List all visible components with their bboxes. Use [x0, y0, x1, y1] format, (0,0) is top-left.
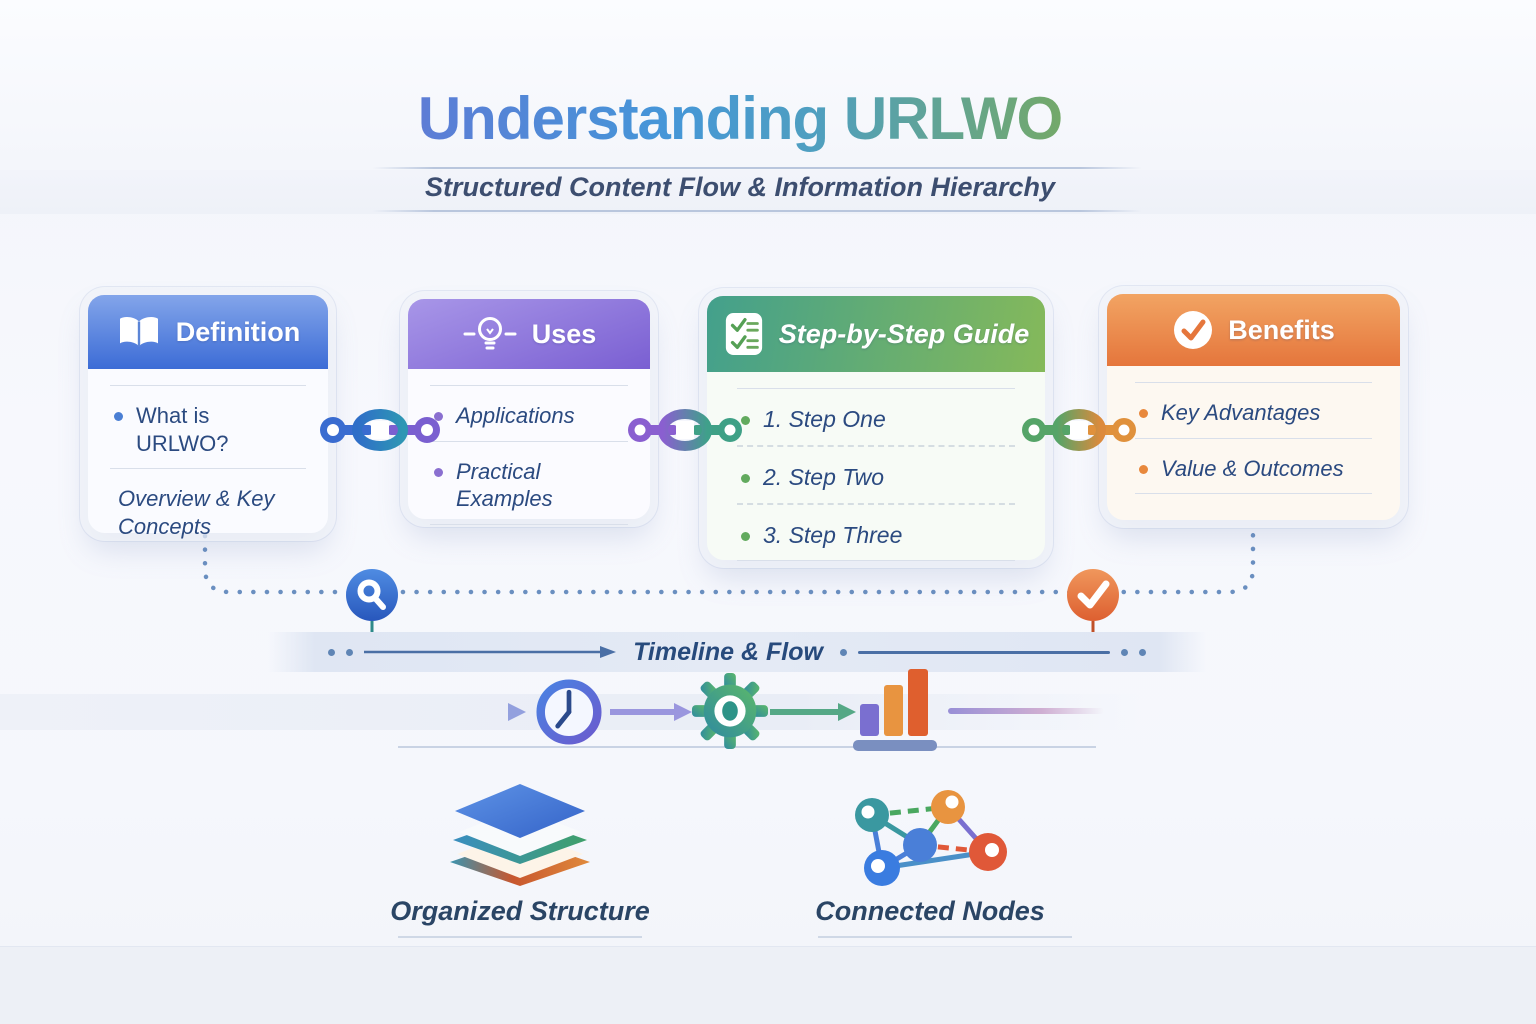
bullet-dot	[741, 473, 750, 483]
chain-link-purple-green-icon	[628, 409, 742, 451]
timeline-dot	[1120, 648, 1128, 656]
chain-link-green-orange-icon	[1022, 409, 1136, 451]
checklist-icon	[725, 313, 762, 355]
list-item-label: What is URLWO?	[136, 403, 229, 456]
list-item: 2. Step Two	[737, 456, 1015, 494]
bullet-dot	[741, 531, 750, 541]
definition-card: Definition What is URLWO? Overview & Key…	[88, 295, 328, 539]
list-item-label: 1. Step One	[763, 406, 886, 432]
list-item: 3. Step Three	[737, 514, 1015, 552]
subtitle-bottom-divider	[372, 210, 1142, 212]
uses-card: Uses Applications Practical Examples	[408, 299, 650, 525]
definition-card-header: Definition	[88, 295, 328, 369]
lightbulb-icon	[463, 317, 517, 350]
list-item: Value & Outcomes	[1135, 448, 1372, 485]
benefits-card-body: Key Advantages Value & Outcomes	[1107, 366, 1400, 494]
subtitle-strip	[0, 170, 1536, 214]
list-item-label: 3. Step Three	[763, 521, 903, 548]
uses-card-body: Applications Practical Examples	[408, 369, 650, 525]
benefits-card-title: Benefits	[1228, 314, 1335, 345]
bar-chart-icon	[853, 669, 937, 751]
connected-nodes-underline	[818, 936, 1072, 938]
uses-card-header: Uses	[408, 299, 650, 369]
list-item: 1. Step One	[737, 398, 1015, 436]
list-item: Practical Examples	[430, 451, 628, 515]
steps-card-body: 1. Step One 2. Step Two 3. Step Three	[707, 372, 1045, 562]
flow-underline	[398, 746, 1096, 748]
page-subtitle: Structured Content Flow & Information Hi…	[424, 172, 1056, 202]
list-item-label: Value & Outcomes	[1161, 455, 1344, 481]
right-arrow-icon	[282, 703, 526, 721]
organized-structure-label: Organized Structure	[390, 896, 650, 926]
timeline-dot	[328, 648, 336, 656]
bullet-dot	[1139, 464, 1148, 474]
definition-card-title: Definition	[175, 316, 301, 347]
list-item-label: Applications	[456, 403, 575, 428]
clock-icon	[536, 679, 602, 745]
timeline-dot	[346, 648, 354, 656]
timeline-band: Timeline & Flow	[268, 632, 1206, 672]
connected-nodes-label: Connected Nodes	[815, 896, 1045, 926]
list-item-label: Practical Examples	[456, 458, 553, 512]
flow-trailing-line	[948, 708, 1104, 714]
right-arrow-icon	[364, 646, 617, 658]
open-book-icon	[119, 316, 158, 347]
subtitle-top-divider	[372, 167, 1142, 169]
list-item-label: Key Advantages	[1161, 400, 1321, 425]
gear-icon	[691, 672, 769, 750]
timeline-dot	[1138, 648, 1146, 656]
bullet-dot	[434, 467, 443, 477]
organized-structure-underline	[398, 936, 642, 938]
network-graph-icon	[855, 790, 1007, 886]
uses-card-title: Uses	[531, 318, 597, 349]
check-badge-icon	[1067, 569, 1119, 621]
check-circle-icon	[1174, 311, 1213, 349]
bullet-dot	[1139, 409, 1148, 418]
bullet-dot	[114, 412, 123, 421]
timeline-line	[857, 650, 1110, 654]
list-item: Key Advantages	[1135, 392, 1372, 429]
benefits-card-header: Benefits	[1107, 294, 1400, 366]
bullet-dot	[741, 416, 750, 425]
steps-card-header: Step-by-Step Guide	[707, 296, 1045, 372]
list-item-label: Overview & Key Concepts	[118, 486, 275, 539]
timeline-dot	[839, 648, 847, 656]
list-item: What is URLWO?	[110, 395, 306, 459]
steps-card-title: Step-by-Step Guide	[778, 318, 1030, 349]
bottom-strip	[0, 946, 1536, 1024]
stacked-layers-icon	[450, 784, 590, 886]
benefits-card: Benefits Key Advantages Value & Outcomes	[1107, 294, 1400, 520]
right-arrow-icon	[610, 703, 692, 721]
list-item: Overview & Key Concepts	[110, 478, 306, 542]
magnifier-badge-icon	[346, 569, 398, 621]
right-arrow-icon	[770, 703, 856, 721]
list-item-label: 2. Step Two	[763, 463, 885, 490]
steps-card: Step-by-Step Guide 1. Step One 2. Step T…	[707, 296, 1045, 562]
bullet-dot	[434, 412, 443, 421]
page-title: Understanding URLWO	[0, 84, 1480, 153]
timeline-label: Timeline & Flow	[633, 637, 823, 666]
chain-link-blue-purple-icon	[320, 409, 440, 451]
list-item: Applications	[430, 395, 628, 432]
definition-card-body: What is URLWO? Overview & Key Concepts	[88, 369, 328, 542]
